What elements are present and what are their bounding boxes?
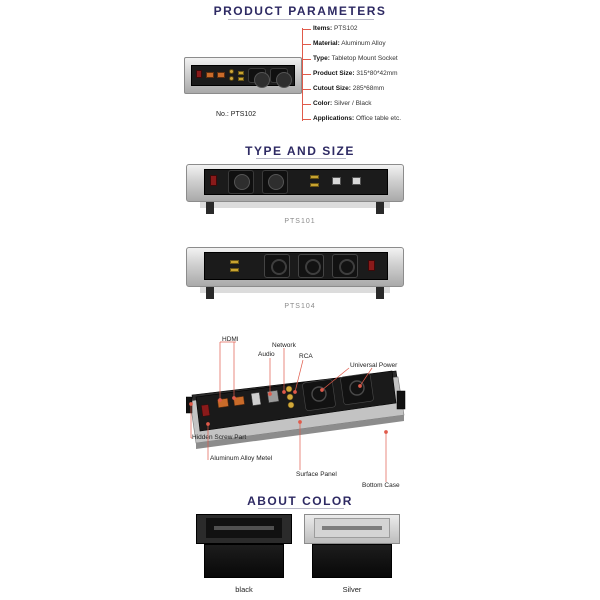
param-applications: Applications: Office table etc. — [313, 115, 402, 122]
callout-network: Network — [272, 342, 296, 349]
type-caption-pts101: PTS101 — [284, 218, 316, 225]
callout-hidden-screw: Hidden Screw Part — [192, 434, 247, 441]
model-caption: No.: PTS102 — [216, 111, 257, 118]
color-label-black: black — [235, 585, 253, 594]
param-product-size: Product Size: 315*80*42mm — [313, 70, 398, 77]
callout-hdmi: HDMI — [222, 336, 239, 343]
color-sample-black — [196, 514, 292, 578]
param-material: Material: Aluminum Alloy — [313, 40, 386, 47]
callout-bottom-case: Bottom Case — [362, 482, 400, 489]
param-color: Color: Silver / Black — [313, 100, 372, 107]
callout-rca: RCA — [299, 353, 313, 360]
color-sample-silver — [304, 514, 400, 578]
product-image-pts101 — [186, 164, 404, 214]
product-image-pts104 — [186, 247, 404, 299]
title-underline — [228, 19, 374, 20]
section-title-type-and-size: TYPE AND SIZE — [245, 144, 355, 158]
callout-audio: Audio — [258, 351, 275, 358]
param-items: Items: PTS102 — [313, 25, 358, 32]
callout-surface-panel: Surface Panel — [296, 471, 337, 478]
title-underline — [256, 158, 346, 159]
section-title-product-parameters: PRODUCT PARAMETERS — [213, 4, 387, 18]
param-type: Type: Tabletop Mount Socket — [313, 55, 398, 62]
callout-universal-power: Universal Power — [350, 362, 398, 369]
callout-alu-metel: Aluminum Alloy Metel — [210, 455, 273, 462]
color-label-silver: Silver — [342, 585, 362, 594]
section-title-about-color: ABOUT COLOR — [247, 494, 353, 508]
product-image-pts102 — [184, 57, 302, 94]
title-underline — [258, 508, 344, 509]
param-cutout-size: Cutout Size: 285*68mm — [313, 85, 385, 92]
type-caption-pts104: PTS104 — [284, 303, 316, 310]
